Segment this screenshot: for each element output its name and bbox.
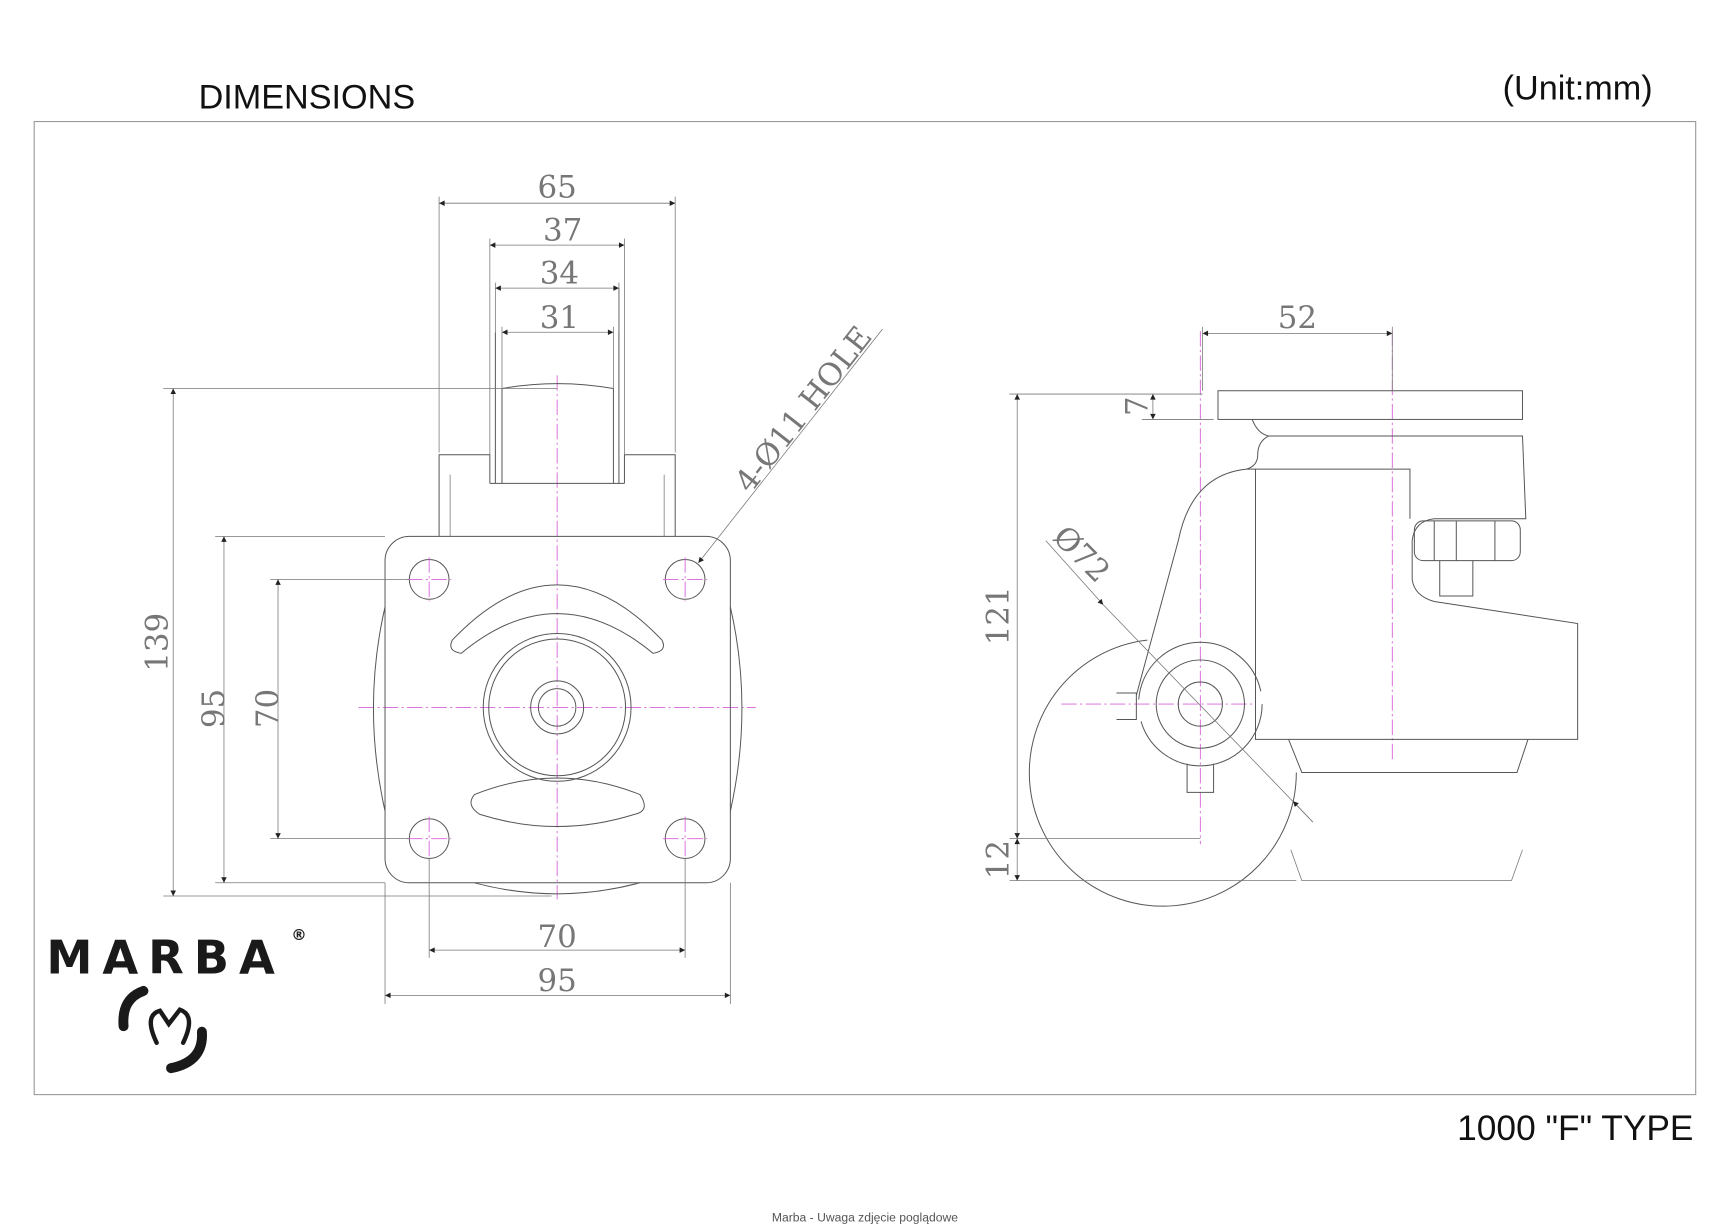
page-title: DIMENSIONS [199,78,416,116]
front-view: 65 37 34 31 139 95 70 70 95 4-Ø11 HOLE [140,170,883,1005]
unit-label: (Unit:mm) [1503,69,1653,107]
dim-tread-width: 31 [540,300,579,336]
dim-leveler-travel: 12 [980,840,1016,879]
dim-hole-spacing-v: 70 [250,689,286,728]
dim-hole-spacing-h: 70 [537,919,576,955]
side-view: 52 7 121 12 Ø72 [980,300,1579,907]
image-caption: Marba - Uwaga zdjęcie poglądowe [772,1210,958,1224]
hole-note: 4-Ø11 HOLE [728,320,879,500]
logo-registered: ® [291,926,306,944]
dim-wheel-width: 34 [540,256,579,292]
dim-plate-width: 95 [537,963,576,999]
logo-text: MARBA [46,930,284,984]
dim-side-height: 121 [980,586,1016,645]
dim-plate-thickness: 7 [1119,396,1155,416]
dim-plate-length: 95 [196,689,232,728]
dim-plate-offset: 52 [1278,300,1317,336]
drawing-frame [33,121,1697,1096]
dim-fork-inner: 37 [543,213,582,249]
product-type-label: 1000 "F" TYPE [1457,1109,1693,1148]
dim-wheel-diameter: Ø72 [1046,519,1117,590]
dim-overall-width: 65 [537,170,576,206]
marba-logo: MARBA ® [46,926,307,1074]
dim-height: 139 [140,613,176,672]
